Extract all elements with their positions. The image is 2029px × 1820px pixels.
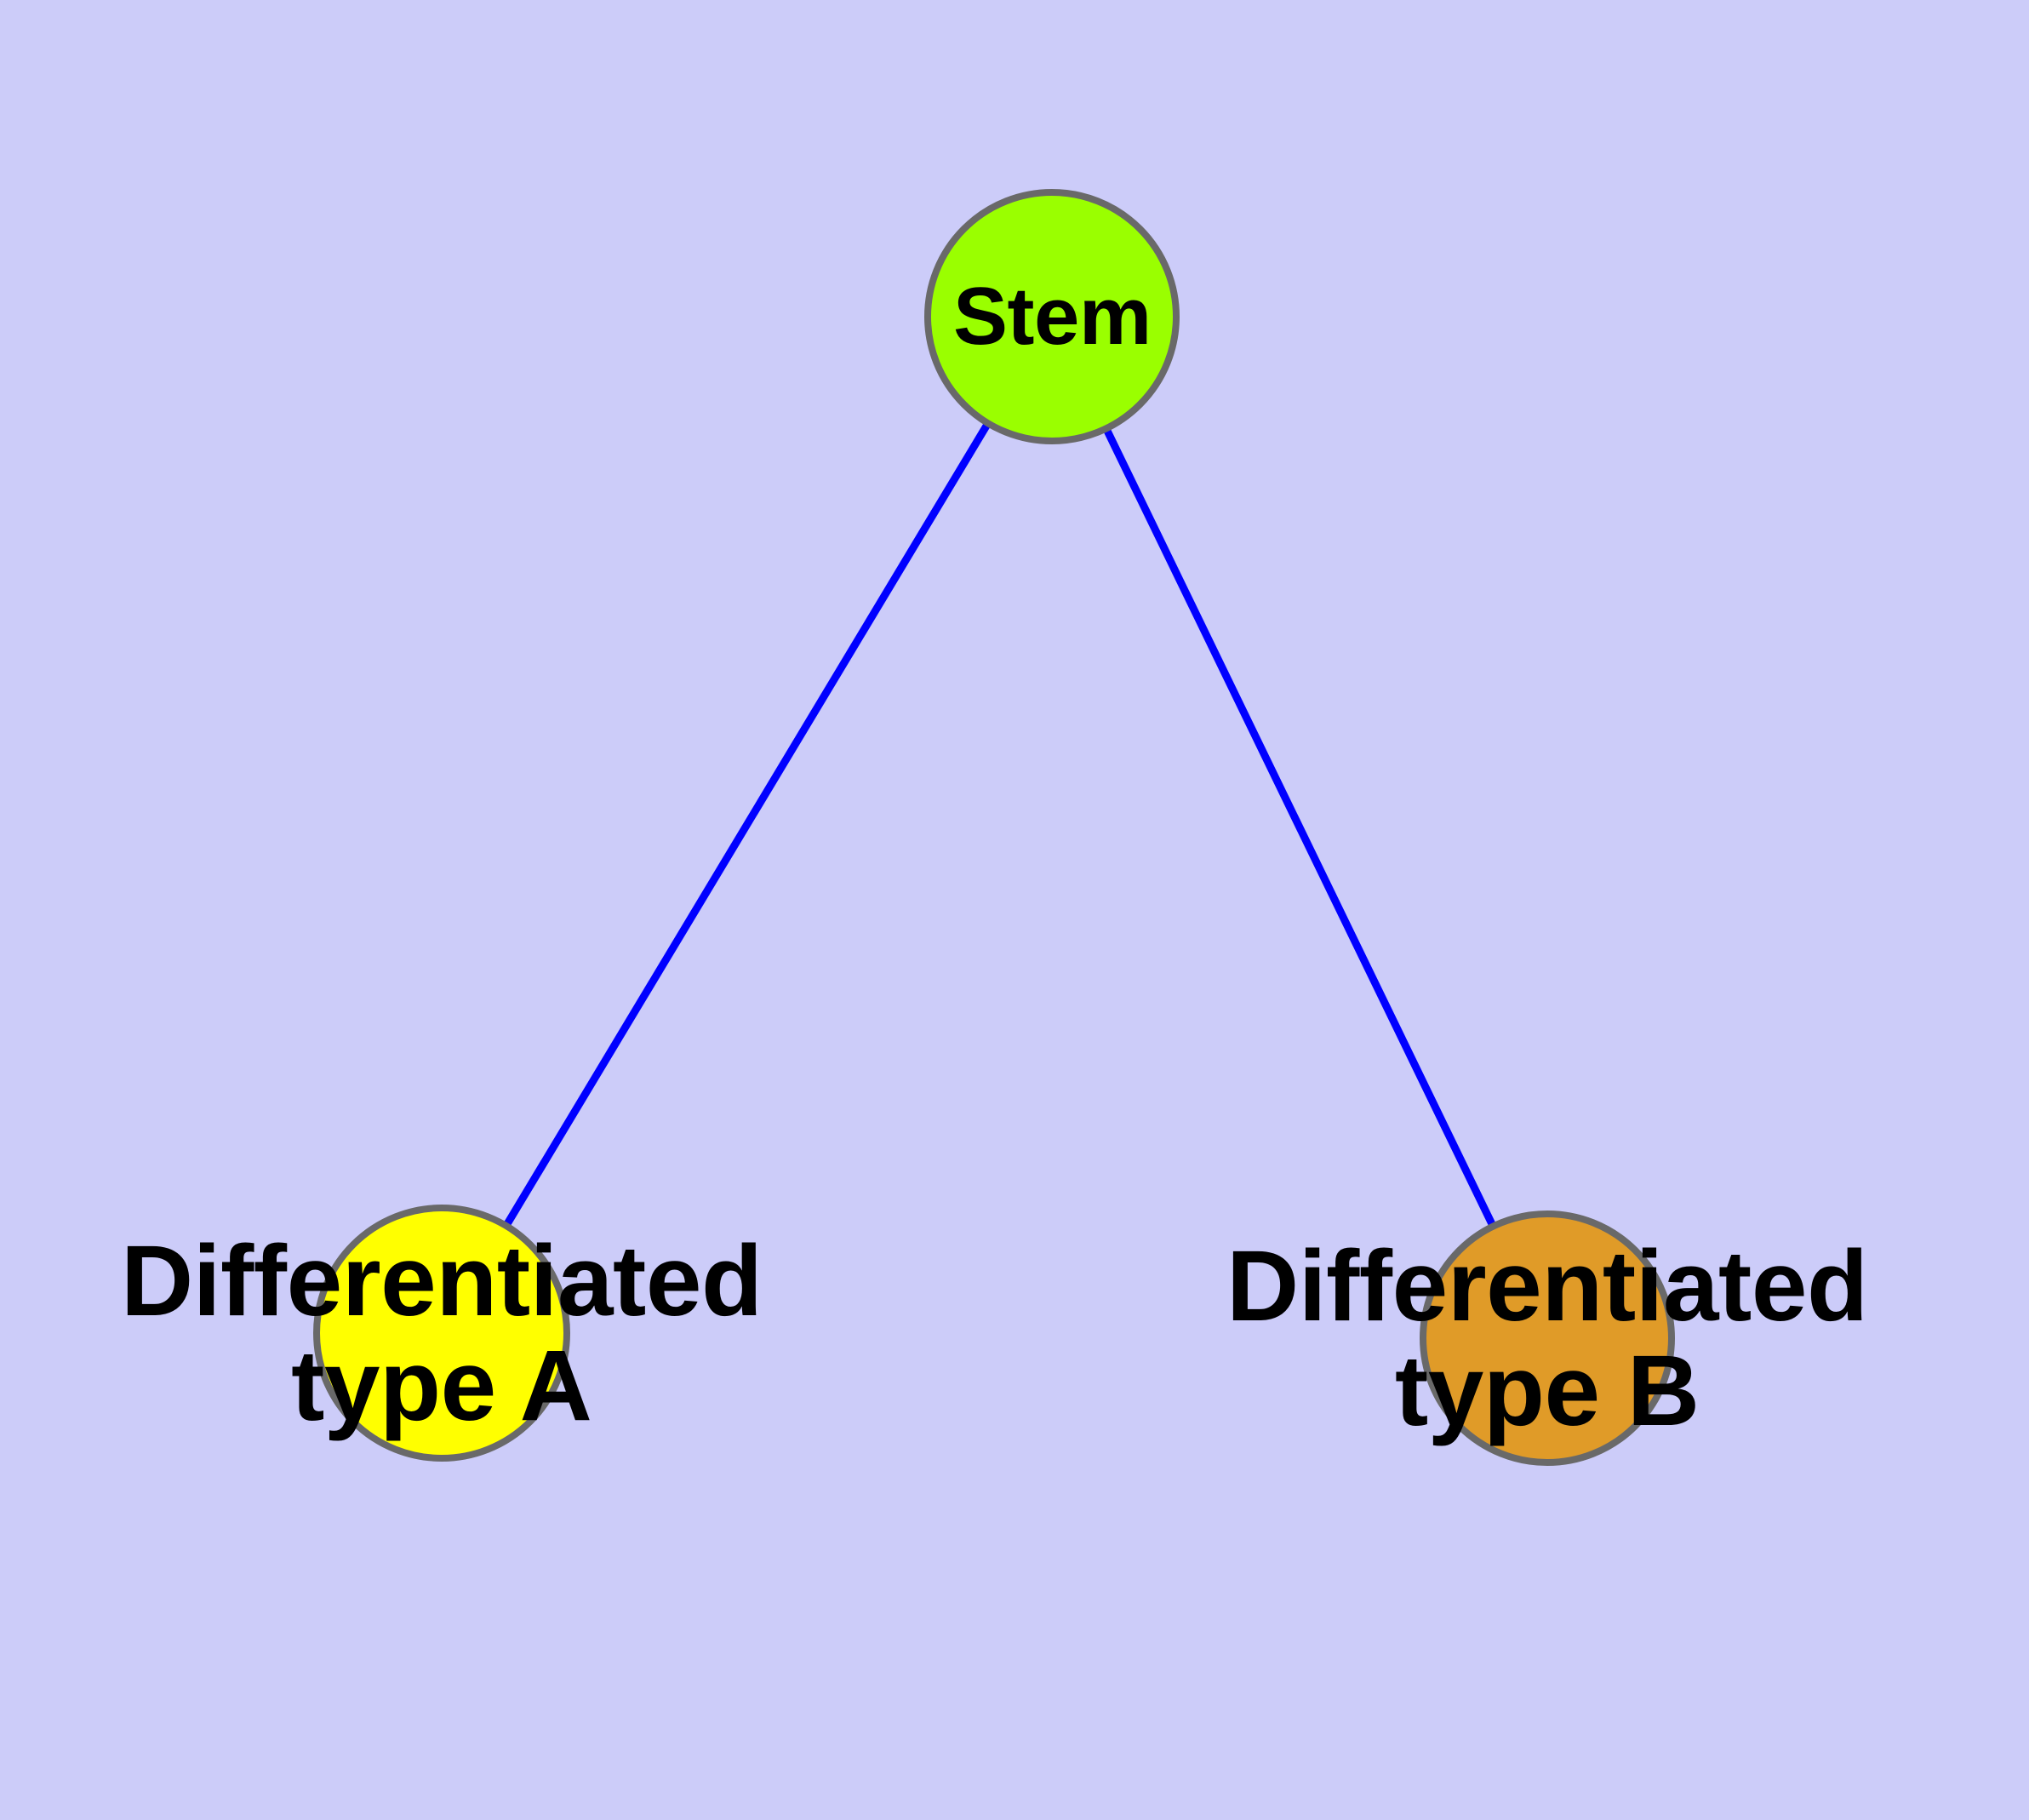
node-layer — [313, 189, 1675, 1466]
node-circle-stem[interactable] — [924, 189, 1180, 444]
edge-layer — [503, 422, 1496, 1227]
node-circle-diff_a[interactable] — [313, 1205, 570, 1462]
edge-stem-to-b[interactable] — [1103, 428, 1496, 1227]
edge-stem-to-a[interactable] — [503, 422, 991, 1227]
node-circle-diff_b[interactable] — [1420, 1210, 1675, 1466]
